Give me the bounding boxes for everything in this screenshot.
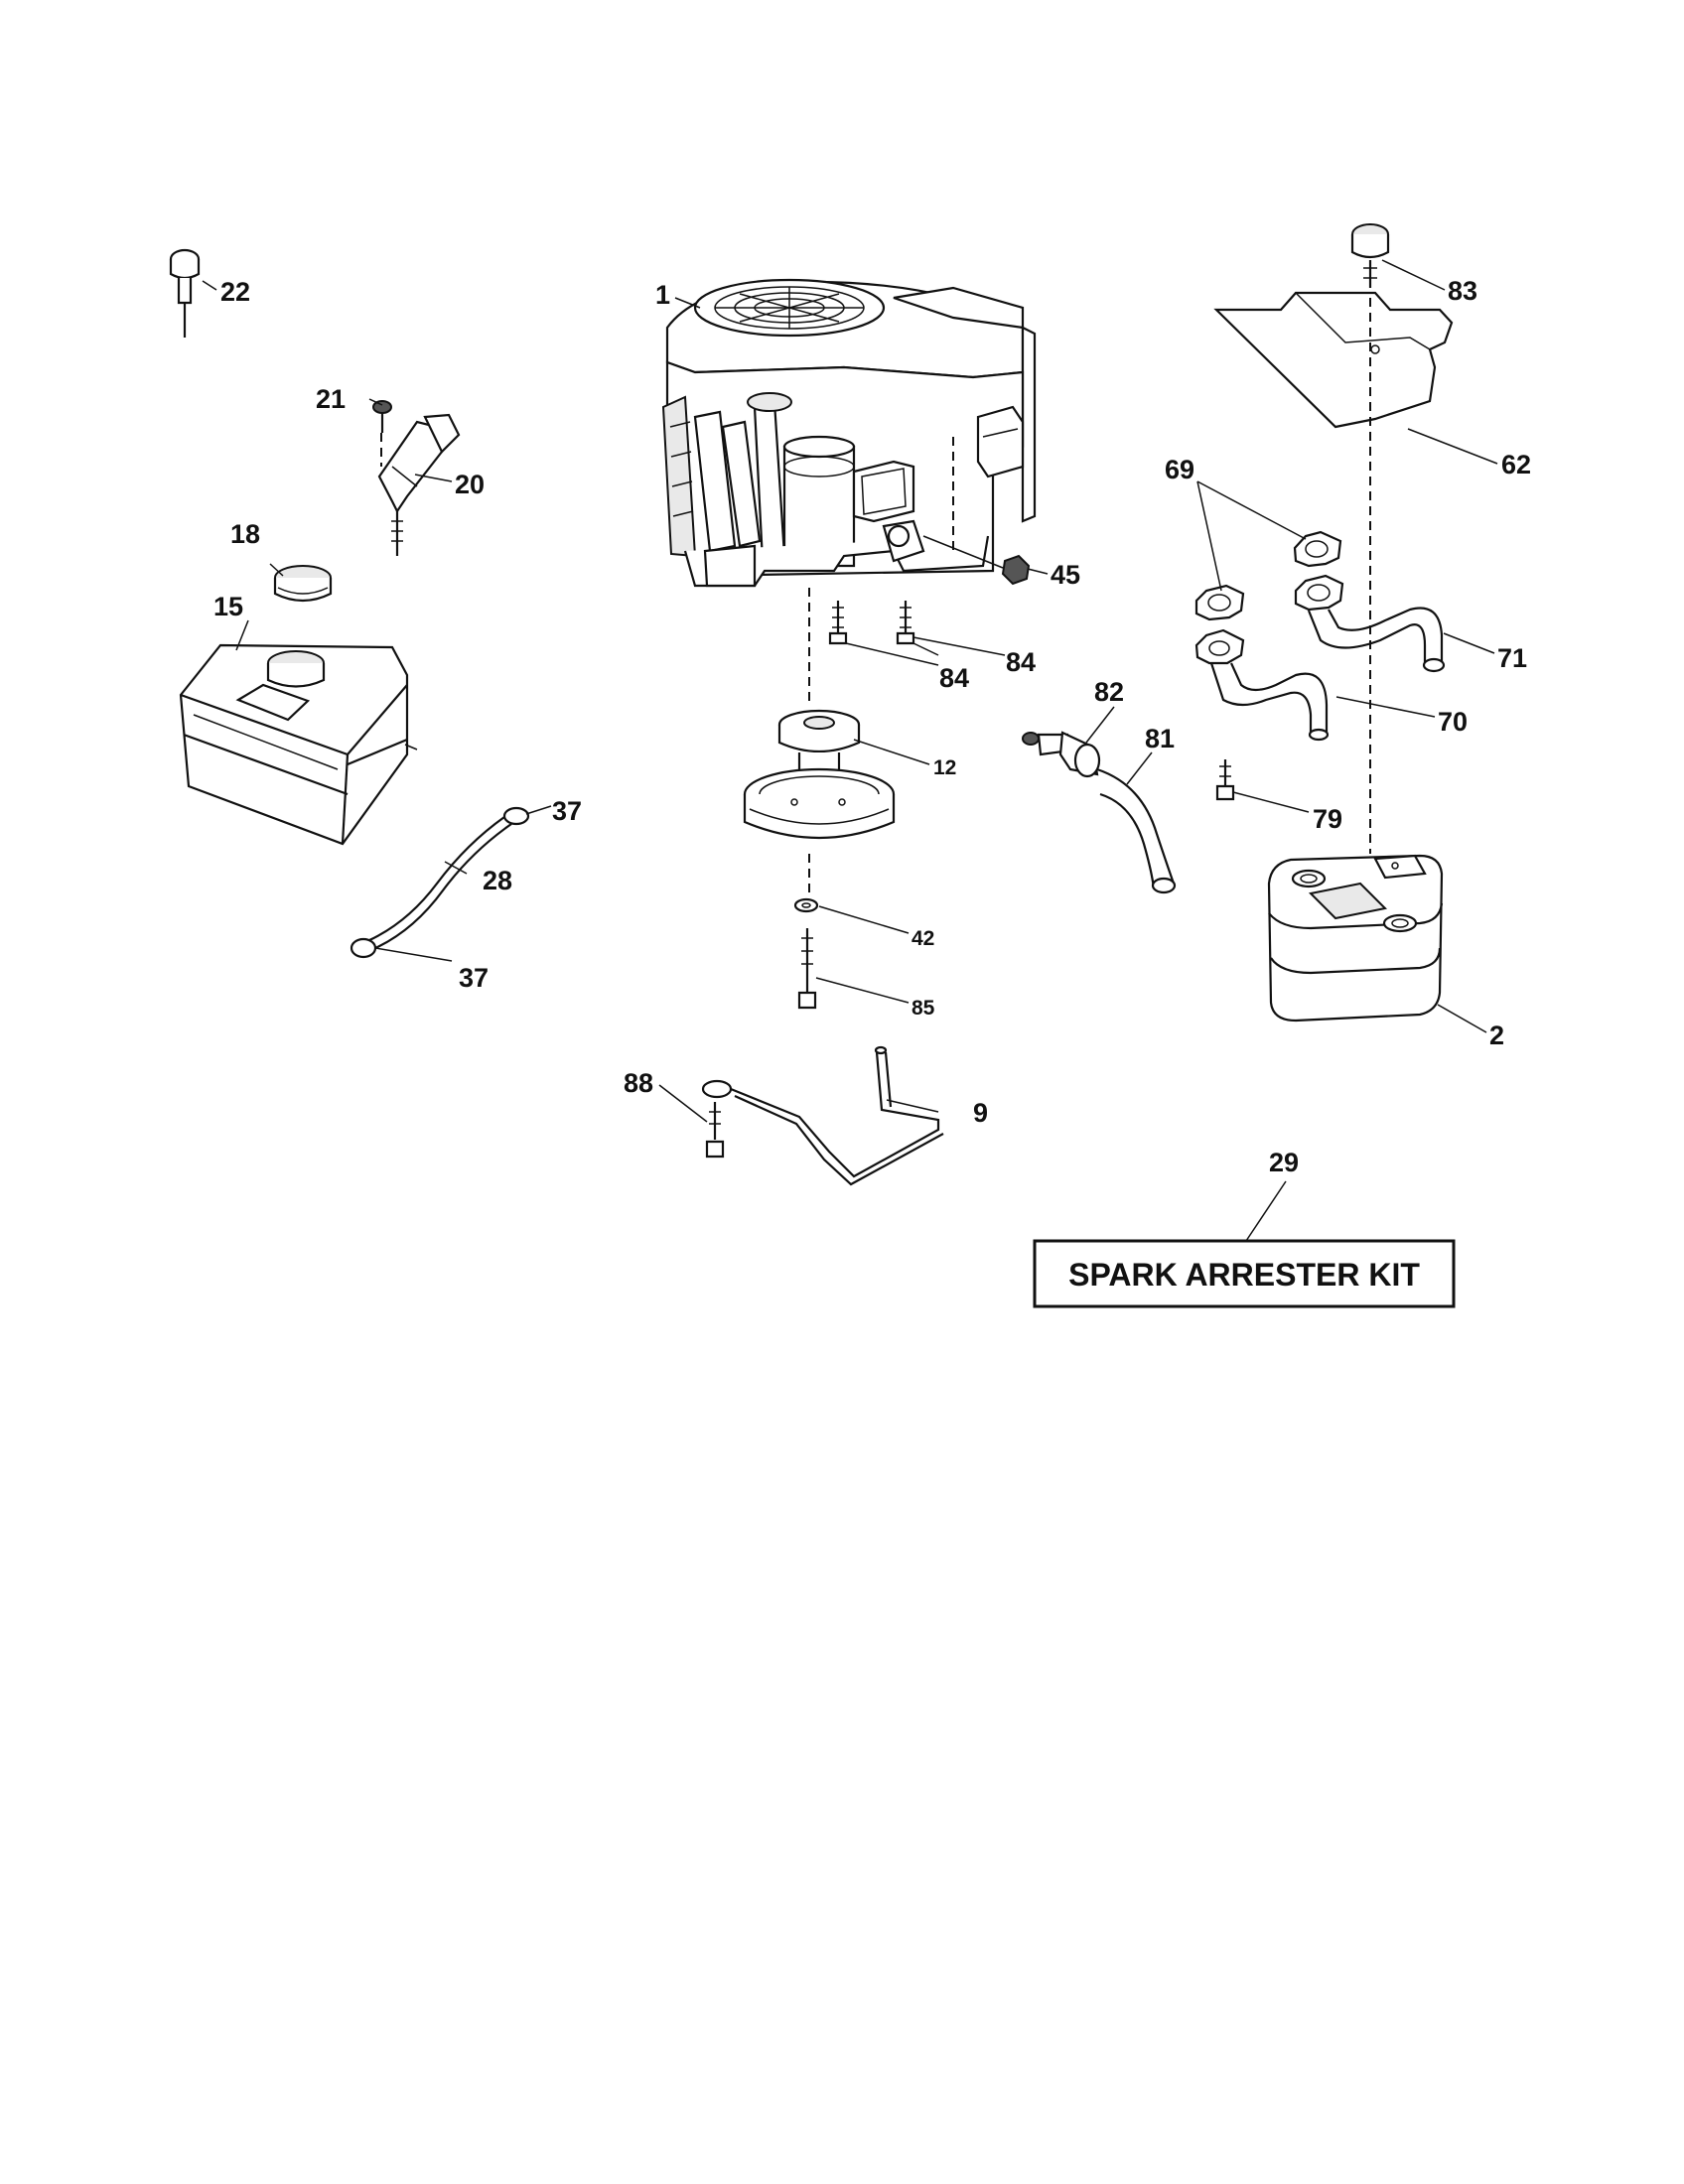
callout-69: 69 [1165,455,1194,484]
callout-82: 82 [1094,677,1124,707]
callout-18: 18 [230,519,260,549]
spark-arrester-kit-label: SPARK ARRESTER KIT [1068,1257,1420,1293]
callout-81: 81 [1145,724,1175,753]
callout-88: 88 [624,1068,653,1098]
callout-84-right: 84 [1006,647,1036,677]
part-82-fitting [1022,731,1101,778]
callout-45: 45 [1051,560,1080,590]
callout-42: 42 [912,927,934,950]
part-88-screw [705,1102,725,1159]
part-37-clamp-upper [502,806,530,826]
part-2-muffler [1267,854,1444,1023]
spark-arrester-kit-box: SPARK ARRESTER KIT [1033,1239,1456,1308]
part-69-gasket-right [1294,574,1344,612]
callout-15: 15 [213,592,243,621]
part-79-screw [1215,759,1235,801]
part-20-bracket [377,413,461,556]
callout-37-upper: 37 [552,796,582,826]
part-28-fuel-line [366,816,512,951]
part-22-knob [169,248,201,338]
part-62-shield [1213,291,1454,429]
callout-20: 20 [455,470,485,499]
part-1-engine [661,278,1037,588]
part-69-gasket-top [1293,530,1342,568]
part-81-hose [1096,767,1177,894]
part-71-exhaust-pipe [1307,607,1446,673]
callout-84-left: 84 [939,663,969,693]
part-85-bolt [797,928,817,1010]
part-84-bolt-left [828,601,848,645]
callout-1: 1 [655,280,670,310]
part-12-pulley [743,709,896,840]
part-70-exhaust-pipe [1194,628,1330,742]
part-84-bolt-right [896,601,915,645]
part-69-gasket-mid [1194,584,1245,621]
callout-79: 79 [1313,804,1342,834]
callout-labels: 22 1 21 20 18 15 37 28 37 45 84 84 12 42… [213,276,1531,1177]
callout-70: 70 [1438,707,1468,737]
callout-37-lower: 37 [459,963,489,993]
callout-12: 12 [933,756,956,779]
callout-62: 62 [1501,450,1531,479]
callout-21: 21 [316,384,346,414]
callout-28: 28 [483,866,512,895]
part-42-washer [793,897,819,913]
callout-85: 85 [912,997,935,1020]
callout-71: 71 [1497,643,1527,673]
callout-83: 83 [1448,276,1477,306]
callout-9: 9 [973,1098,988,1128]
leader-lines [202,259,1498,1242]
part-9-rod [701,1045,944,1186]
part-15-fuel-tank [179,643,418,846]
callout-22: 22 [220,277,250,307]
part-83-bolt [1350,223,1390,288]
part-37-clamp-lower [350,937,377,959]
part-18-fuel-cap [273,565,333,603]
callout-29: 29 [1269,1148,1299,1177]
part-21-bolt [372,400,392,433]
part-45-nut [922,535,1031,586]
callout-2: 2 [1489,1021,1504,1050]
